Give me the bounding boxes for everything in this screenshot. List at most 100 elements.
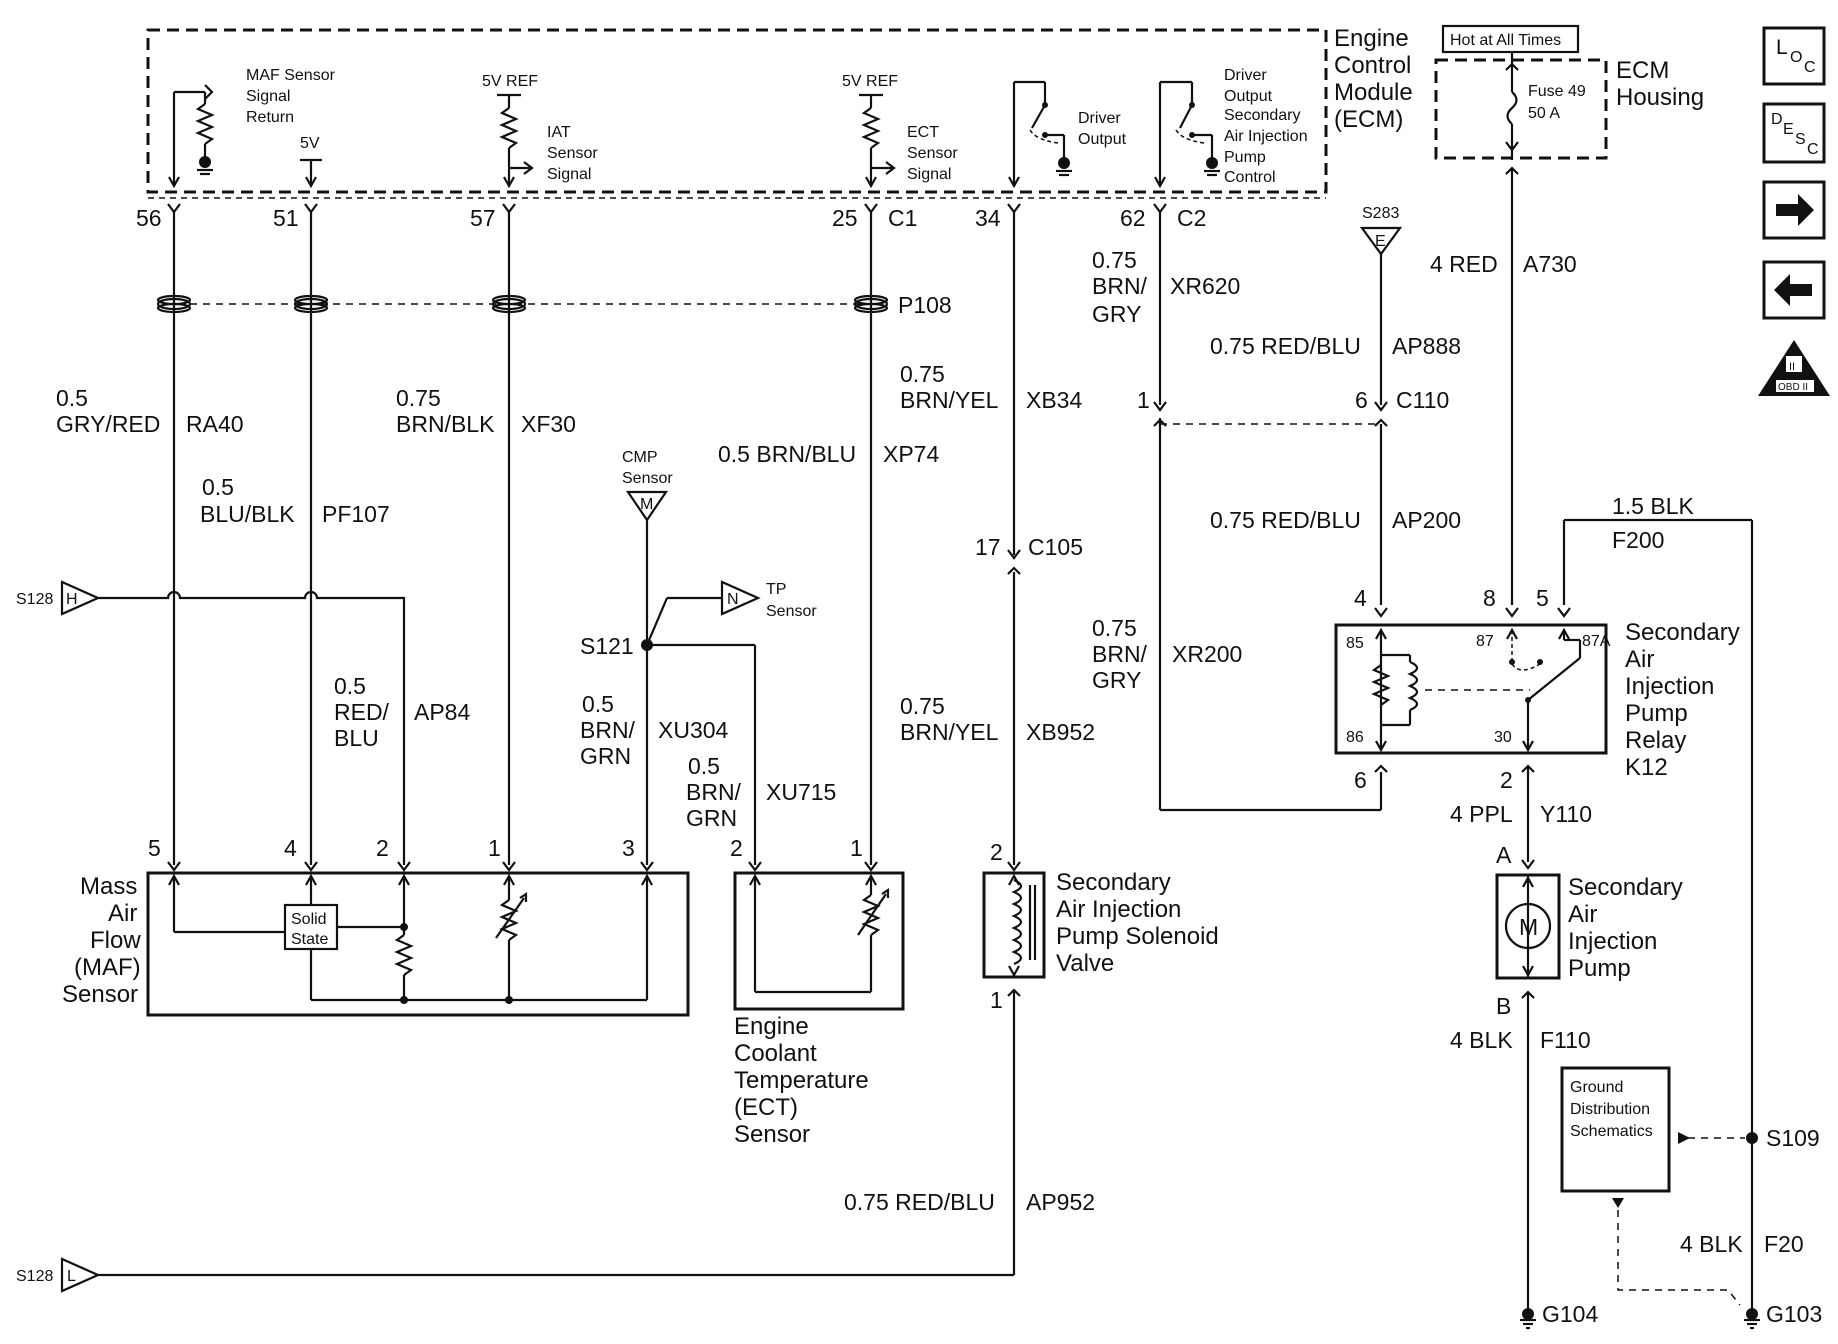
xu715-id: XU715 <box>766 779 836 805</box>
xb952-color: BRN/YEL <box>900 719 999 745</box>
p108-label: P108 <box>898 292 952 318</box>
xb952-id: XB952 <box>1026 719 1095 745</box>
driver-output-sec-label-1: Driver <box>1224 67 1267 84</box>
c110-pin-6: 6 <box>1355 387 1368 413</box>
relay-pin-4: 4 <box>1354 585 1367 611</box>
f200-color: 1.5 BLK <box>1612 493 1694 519</box>
ecm-maf-return-circuit <box>167 84 215 188</box>
ground-dist-line-2: Distribution <box>1570 1101 1650 1118</box>
relay-85: 85 <box>1346 635 1364 652</box>
ecm-module: Engine Control Module (ECM) MAF Sensor S… <box>146 25 1413 199</box>
ecm-title-line-4: (ECM) <box>1334 106 1403 133</box>
next-arrow-icon[interactable] <box>1762 180 1826 240</box>
s128-l-letter: L <box>67 1268 76 1285</box>
f20-color: 4 BLK <box>1680 1231 1743 1257</box>
loc-icon-l: L <box>1776 36 1788 59</box>
relay-30: 30 <box>1494 729 1512 746</box>
maf-title-3: Flow <box>90 927 141 954</box>
splice-s283: E S283 <box>1359 205 1403 605</box>
wire-xr620 <box>1158 212 1383 812</box>
ecm-connector-marks <box>166 202 1168 214</box>
loc-icon[interactable]: L O C <box>1762 26 1826 86</box>
obd-ii-icon[interactable]: II OBD II <box>1758 340 1830 396</box>
relay-pin-8: 8 <box>1483 585 1496 611</box>
xu304-size: 0.5 <box>582 691 614 717</box>
ground-dist-links <box>1612 1132 1758 1306</box>
ecm-title-line-2: Control <box>1334 52 1411 79</box>
f110-color: 4 BLK <box>1450 1027 1513 1053</box>
splice-s128-h: H S128 <box>16 580 406 865</box>
maf-pin-1: 1 <box>488 835 501 861</box>
relay-title-6: K12 <box>1625 754 1668 781</box>
ap888-id: AP888 <box>1392 333 1461 359</box>
ra40-id: RA40 <box>186 411 244 437</box>
pf107-size: 0.5 <box>202 474 234 500</box>
xb952-size: 0.75 <box>900 693 945 719</box>
five-v-label: 5V <box>300 135 320 152</box>
maf-title-5: Sensor <box>62 981 138 1008</box>
driver-output-sec-label-3: Secondary <box>1224 107 1301 124</box>
ecm-housing: Hot at All Times ECM Housing Fuse 49 50 … <box>1434 24 1704 160</box>
fuse-label-1: Fuse 49 <box>1528 83 1586 100</box>
xf30-id: XF30 <box>521 411 576 437</box>
maf-signal-label-3: Return <box>246 109 294 126</box>
ground-dist-line-3: Schematics <box>1570 1123 1653 1140</box>
ect-signal-label-2: Sensor <box>907 145 958 162</box>
solenoid-title-2: Air Injection <box>1056 896 1181 923</box>
relay-pin-2: 2 <box>1500 767 1513 793</box>
xr620-color-1: BRN/ <box>1092 273 1148 299</box>
ecm-ect-circuit <box>859 93 896 188</box>
ra40-size: 0.5 <box>56 385 88 411</box>
f110-id: F110 <box>1540 1027 1591 1053</box>
pin-57: 57 <box>470 205 496 231</box>
pump-title-4: Pump <box>1568 955 1631 982</box>
ground-distribution-box[interactable]: Ground Distribution Schematics <box>1560 1066 1671 1193</box>
ground-g104: G104 <box>1518 1301 1598 1330</box>
obd-ii-roman: II <box>1789 361 1795 373</box>
xf30-size: 0.75 <box>396 385 441 411</box>
ect-title-1: Engine <box>734 1013 809 1040</box>
ground-dist-line-1: Ground <box>1570 1079 1623 1096</box>
wire-a730 <box>1504 166 1520 605</box>
y110-id: Y110 <box>1540 801 1592 827</box>
y110-color: 4 PPL <box>1450 801 1513 827</box>
relay-pin-6: 6 <box>1354 767 1367 793</box>
driver-output-sec-label-6: Control <box>1224 169 1276 186</box>
connector-c105: 17 C105 <box>975 534 1083 576</box>
pump-pin-a: A <box>1496 842 1512 868</box>
ect-signal-label-3: Signal <box>907 166 951 183</box>
ecm-pin-labels: 56 51 57 25 C1 34 62 C2 <box>136 205 1206 231</box>
pf107-id: PF107 <box>322 501 390 527</box>
solenoid-title-1: Secondary <box>1056 869 1171 896</box>
solid-state-line-1: Solid <box>291 911 327 928</box>
pin-c2: C2 <box>1177 205 1206 231</box>
maf-title-1: Mass <box>80 873 137 900</box>
maf-pin-4: 4 <box>284 835 297 861</box>
xr200-color-1: BRN/ <box>1092 641 1148 667</box>
xb34-size: 0.75 <box>900 361 945 387</box>
loc-icon-o: O <box>1790 49 1802 66</box>
desc-icon[interactable]: D E S C <box>1762 102 1826 164</box>
s128-l-label: S128 <box>16 1268 53 1285</box>
ecm-title-line-3: Module <box>1334 79 1413 106</box>
maf-pin-3: 3 <box>622 835 635 861</box>
c105-label: C105 <box>1028 534 1083 560</box>
driver-output-label-1: Driver <box>1078 110 1121 127</box>
c105-pin: 17 <box>975 534 1001 560</box>
ecm-housing-title-2: Housing <box>1616 84 1704 111</box>
hot-at-all-times: Hot at All Times <box>1450 32 1561 49</box>
c110-pin-1: 1 <box>1137 387 1150 413</box>
ap84-id: AP84 <box>414 699 470 725</box>
ect-signal-label-1: ECT <box>907 124 939 141</box>
tp-label-1: TP <box>766 581 786 598</box>
a730-color: 4 RED <box>1430 251 1498 277</box>
ecm-title-line-1: Engine <box>1334 25 1409 52</box>
xu304-color-1: BRN/ <box>580 717 636 743</box>
prev-arrow-icon[interactable] <box>1762 260 1826 320</box>
xr200-size: 0.75 <box>1092 615 1137 641</box>
pin-c1: C1 <box>888 205 917 231</box>
relay-title-2: Air <box>1625 646 1654 673</box>
solenoid-title-3: Pump Solenoid <box>1056 923 1219 950</box>
a730-id: A730 <box>1523 251 1577 277</box>
relay-title-3: Injection <box>1625 673 1714 700</box>
